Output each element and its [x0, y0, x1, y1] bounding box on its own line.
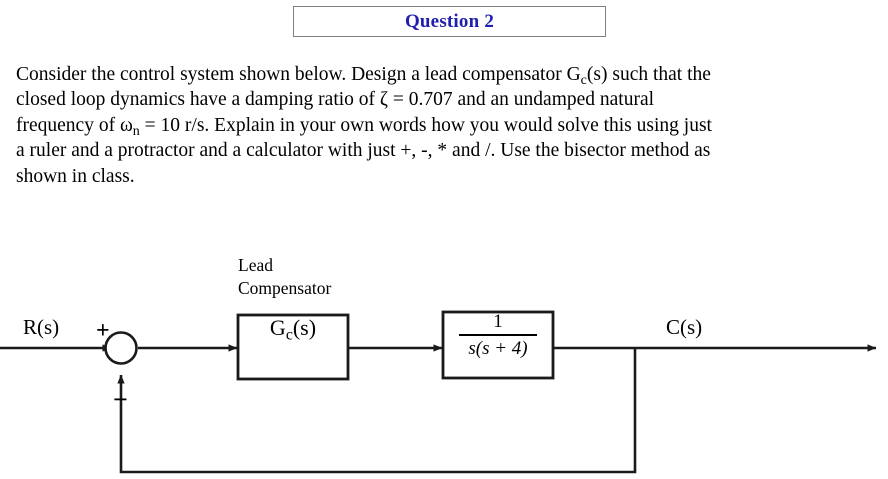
control-system-block-diagram: Lead Compensator R(s) C(s) + − Gc(s) 1 s… [0, 240, 888, 479]
input-label-rs: R(s) [23, 315, 60, 339]
question-line-1: Consider the control system shown below.… [16, 64, 712, 187]
plant-block [441, 310, 555, 380]
feedback-path-line [117, 348, 637, 474]
lead-compensator-annotation-line2: Compensator [238, 278, 332, 298]
gc-subscript: c [580, 71, 587, 88]
fraction-rule [459, 334, 537, 336]
summing-junction-plus-sign: + [96, 318, 110, 344]
omega-n-subscript: n [132, 122, 140, 139]
plant-transfer-function: 1 s(s + 4) [443, 312, 553, 358]
summing-junction-minus-sign: − [113, 385, 128, 414]
gc-label-subscript: c [285, 326, 293, 344]
lead-compensator-block-label: Gc(s) [238, 315, 348, 344]
gc-label-main: G [269, 315, 286, 340]
gc-label-tail: (s) [292, 315, 317, 340]
output-label-cs: C(s) [666, 315, 703, 339]
lead-compensator-annotation-line1: Lead [238, 255, 273, 275]
summing-junction [104, 331, 138, 365]
question-title-box: Question 2 [293, 6, 606, 37]
page-title: Question 2 [404, 10, 495, 32]
block-diagram-canvas [0, 310, 877, 474]
plant-denominator: s(s + 4) [468, 337, 528, 359]
lead-compensator-block [236, 313, 350, 381]
question-body-text: Consider the control system shown below.… [16, 62, 854, 189]
plant-numerator: 1 [493, 311, 503, 332]
